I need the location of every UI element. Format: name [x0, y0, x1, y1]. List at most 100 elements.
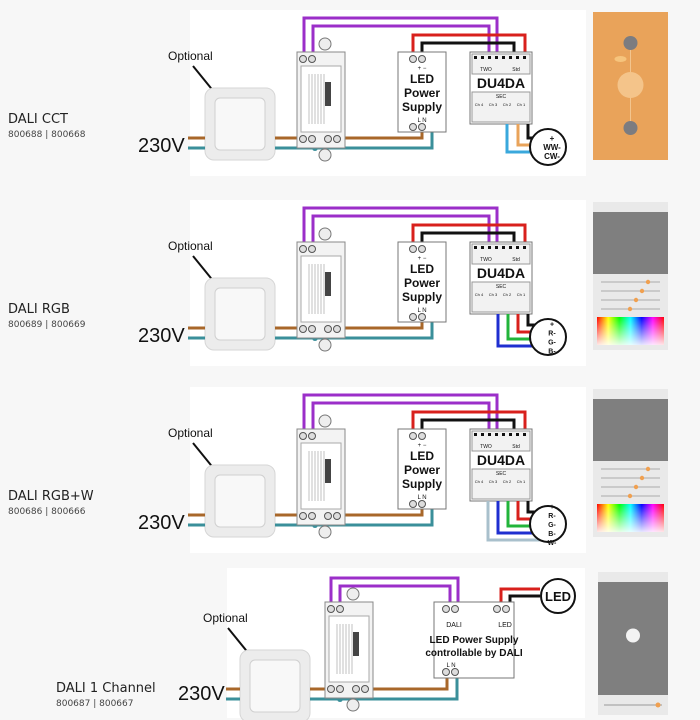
- color-picker-fade: [597, 317, 664, 345]
- screw-terminal: [409, 432, 417, 440]
- screw-terminal: [451, 668, 459, 676]
- red-dc-wire: [411, 33, 527, 54]
- screw-terminal: [308, 512, 316, 520]
- screw-terminal: [352, 685, 360, 693]
- psu-text: LED Power Supply: [430, 635, 519, 646]
- product-title: DALI CCT: [8, 112, 68, 127]
- dali-wifi-module: [296, 37, 346, 162]
- optional-label: Optional: [168, 239, 213, 253]
- preset-button: [623, 36, 638, 50]
- app-screenshot: [593, 389, 668, 537]
- psu-ac-terminals: L N: [417, 118, 426, 124]
- screw-terminal: [442, 668, 450, 676]
- terminal: [488, 246, 491, 249]
- psu-text: Power: [404, 86, 440, 100]
- product-codes: 800686 | 800666: [8, 507, 86, 517]
- screw-terminal: [502, 605, 510, 613]
- voltage-label: 230V: [138, 512, 185, 534]
- psu-dc-terminals: + −: [418, 443, 427, 449]
- terminal: [495, 56, 498, 59]
- led-label: LED: [545, 589, 571, 604]
- wall-switch: [204, 277, 276, 351]
- terminal: [523, 433, 526, 436]
- screw-terminal: [418, 123, 426, 131]
- terminal: [502, 56, 505, 59]
- psu-text: Supply: [402, 290, 442, 304]
- purple-dali-wire: [311, 24, 491, 54]
- psu-text: LED: [410, 72, 434, 86]
- screw-terminal: [418, 245, 426, 253]
- light-button: [626, 628, 640, 643]
- dali-wifi-module: [296, 227, 346, 352]
- terminal: [495, 433, 498, 436]
- app-screenshot: [598, 572, 668, 715]
- screw-terminal: [299, 55, 307, 63]
- terminal: [488, 56, 491, 59]
- terminal: [474, 246, 477, 249]
- module-display: [325, 82, 331, 106]
- switch-rocker: [214, 287, 266, 341]
- psu-body: [397, 51, 447, 133]
- slider-thumb: [645, 466, 651, 472]
- slider-thumb: [633, 484, 639, 490]
- output-label: B-: [548, 531, 556, 538]
- mount-hole: [318, 37, 332, 51]
- red-dc-wire: [411, 410, 527, 431]
- terminal: [481, 433, 484, 436]
- switch-rocker: [249, 659, 301, 713]
- wall-switch: [204, 464, 276, 538]
- output-label: WW-: [543, 143, 561, 152]
- channel-label: Ch 4: [475, 479, 484, 484]
- screw-terminal: [308, 245, 316, 253]
- app-screenshot: [593, 12, 668, 160]
- purple-dali-wire: [311, 401, 491, 431]
- product-title: DALI RGB: [8, 302, 70, 317]
- terminal: [516, 56, 519, 59]
- black-dc-wire: [420, 418, 516, 431]
- channel-label: Ch 3: [489, 102, 498, 107]
- screw-terminal: [336, 605, 344, 613]
- group-label: TWO: [480, 444, 492, 450]
- output-label: B-: [548, 349, 556, 356]
- terminal: [474, 56, 477, 59]
- voltage-label: 230V: [138, 135, 185, 157]
- led-load-circle: [540, 578, 576, 614]
- slider-thumb: [627, 493, 633, 499]
- psu-ac-terminals: L N: [446, 663, 455, 669]
- slider-thumb: [639, 475, 645, 481]
- controller-name: DU4DA: [477, 75, 525, 91]
- optional-label: Optional: [168, 426, 213, 440]
- screw-terminal: [493, 605, 501, 613]
- mount-hole: [346, 698, 360, 712]
- sec-label: SEC: [496, 94, 507, 100]
- controller-input-block: [471, 243, 531, 265]
- screw-terminal: [324, 135, 332, 143]
- dali-wifi-module: [324, 587, 374, 712]
- group-label: TWO: [480, 67, 492, 73]
- purple-dali-wire: [329, 576, 460, 602]
- black-led-wire: [508, 594, 540, 602]
- screw-terminal: [361, 685, 369, 693]
- psu-ac-terminals: L N: [417, 308, 426, 314]
- channel-label: Ch 1: [517, 479, 526, 484]
- terminal: [509, 246, 512, 249]
- color-temp-marker: [614, 56, 627, 62]
- screw-terminal: [333, 512, 341, 520]
- controller-name: DU4DA: [477, 265, 525, 281]
- terminal: [516, 246, 519, 249]
- channel-label: Ch 3: [489, 292, 498, 297]
- screw-terminal: [324, 325, 332, 333]
- screw-terminal: [409, 55, 417, 63]
- screw-terminal: [308, 135, 316, 143]
- psu-body: [397, 428, 447, 510]
- terminal: [523, 246, 526, 249]
- screw-terminal: [409, 245, 417, 253]
- screw-terminal: [418, 55, 426, 63]
- psu-text: Supply: [402, 100, 442, 114]
